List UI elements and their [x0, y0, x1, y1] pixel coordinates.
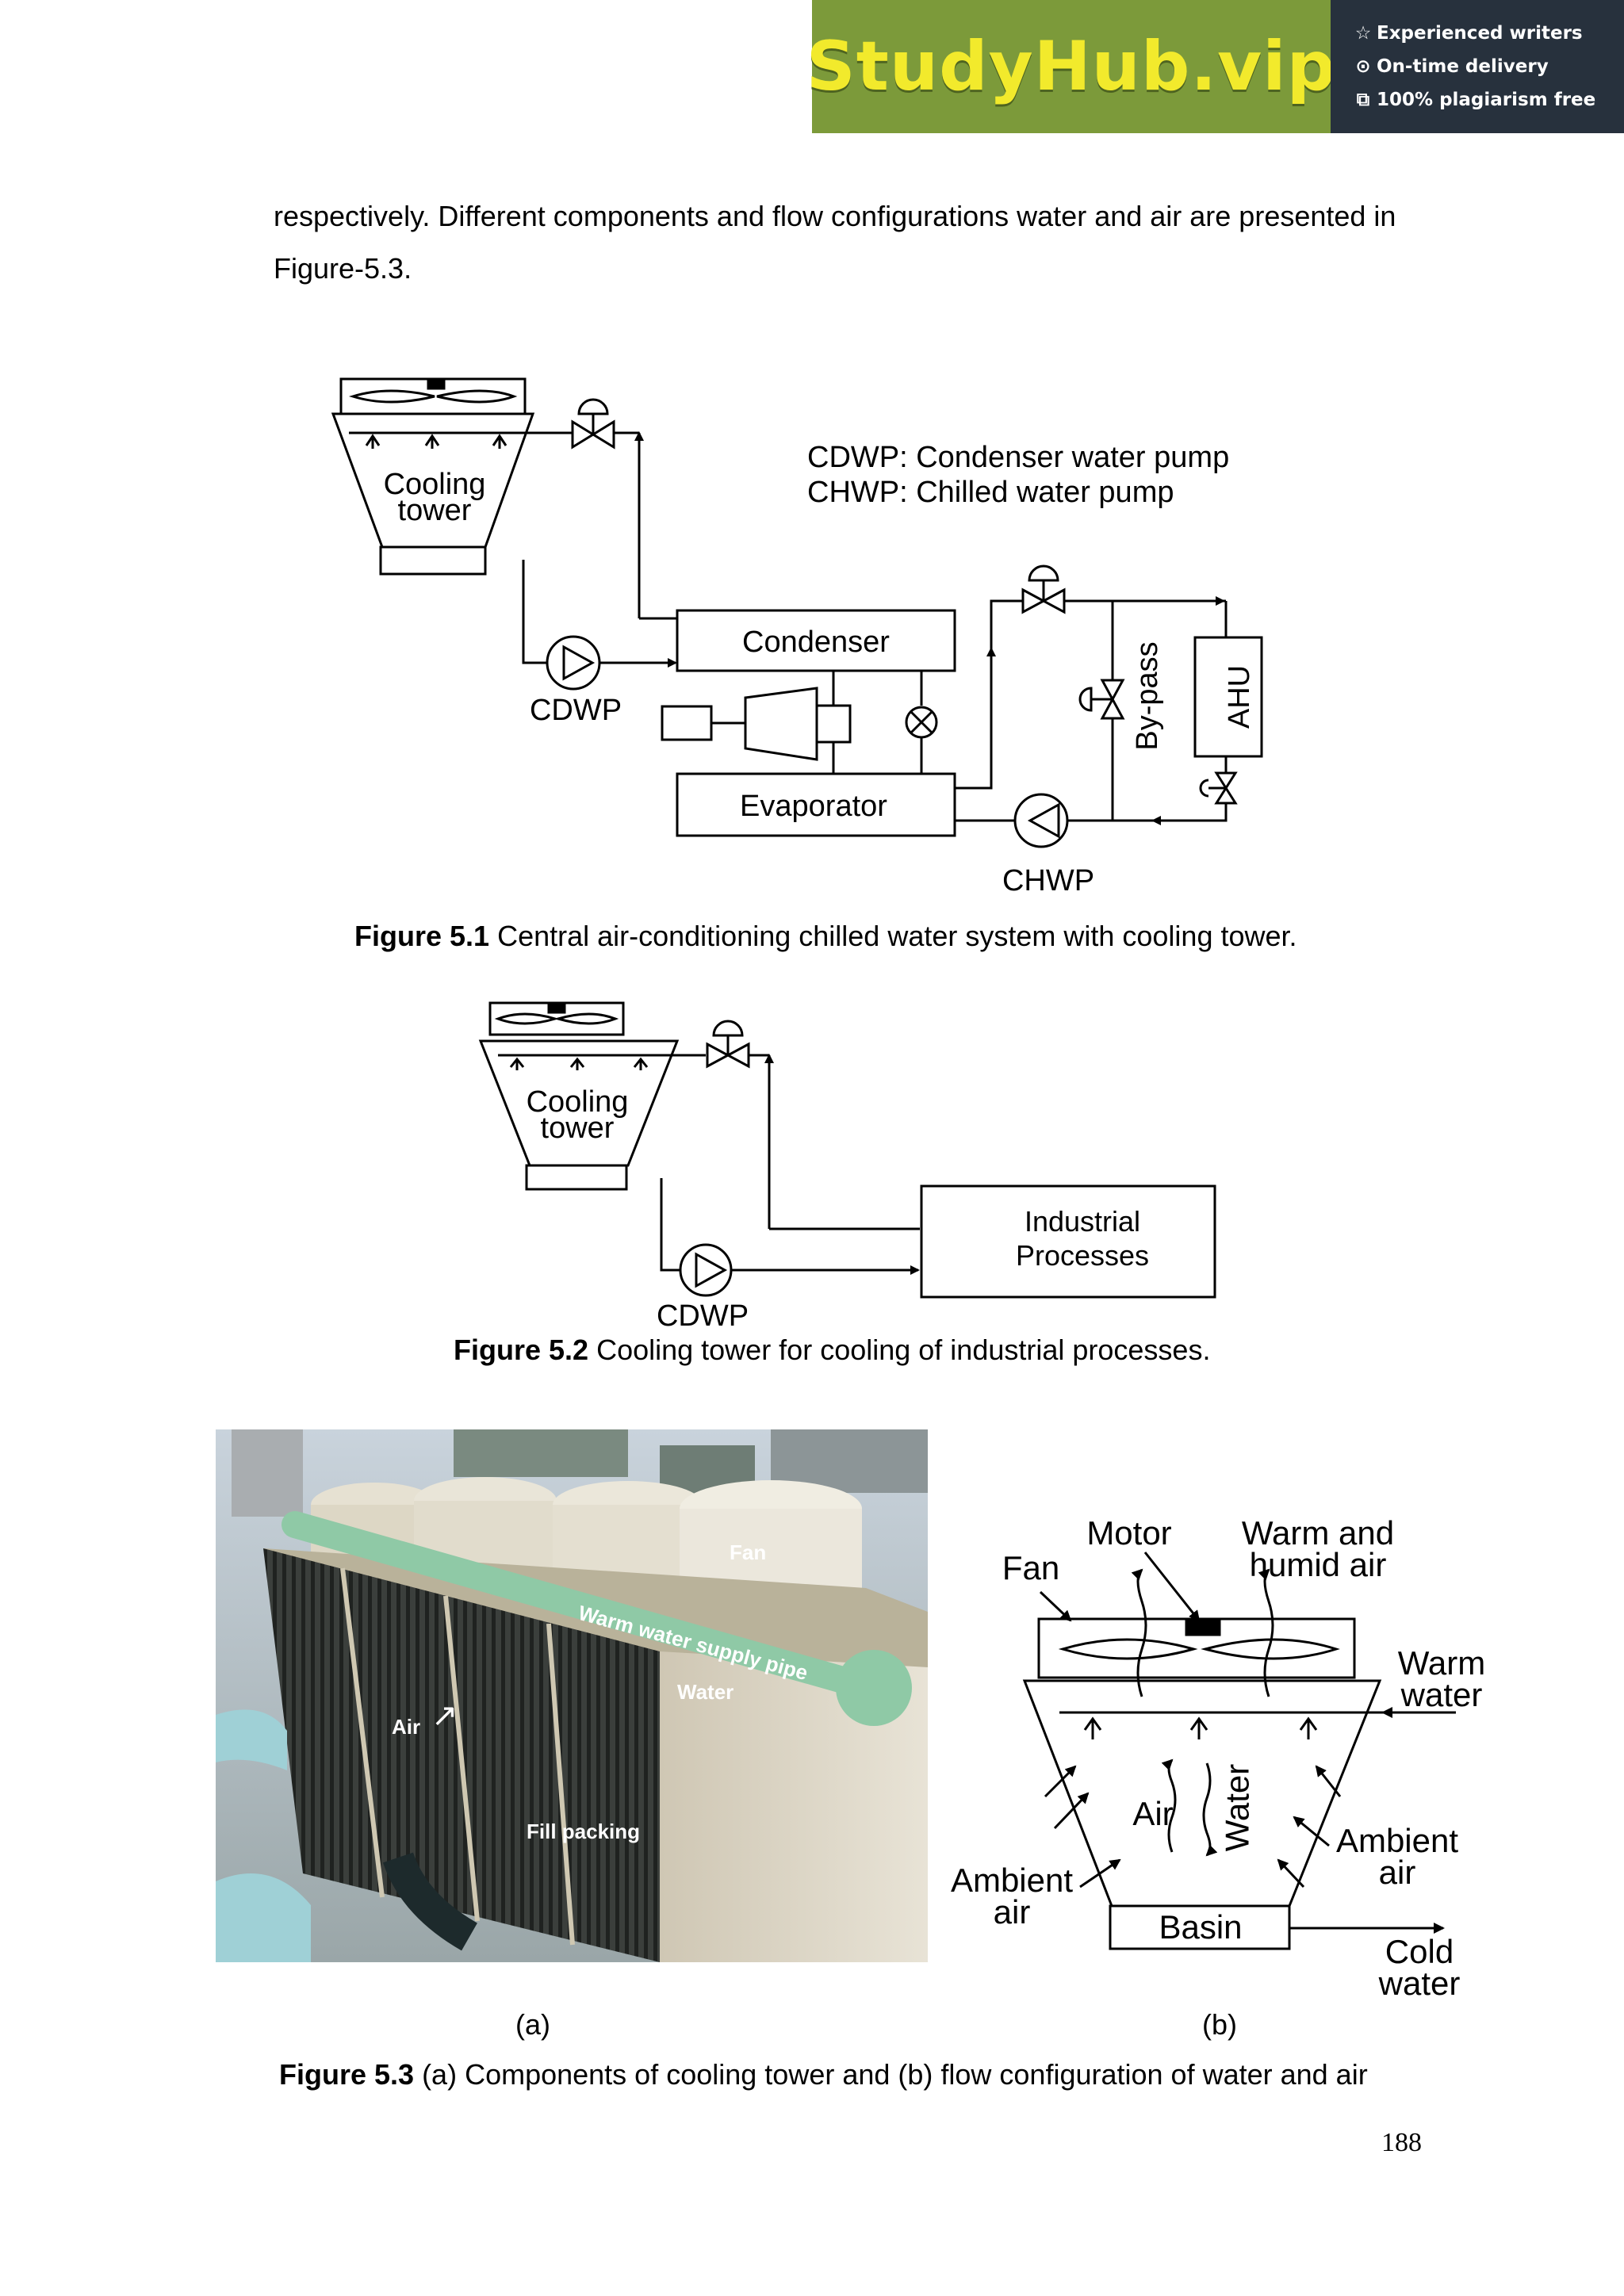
expansion-valve-icon — [905, 706, 938, 739]
photo-label-fan: Fan — [730, 1540, 767, 1564]
feature-item: ☆ Experienced writers — [1353, 17, 1624, 50]
evaporator-box — [676, 772, 956, 837]
ahu-label: AHU — [1223, 665, 1256, 729]
brand-panel: StudyHub.vip — [806, 0, 1335, 133]
star-icon: ☆ — [1354, 23, 1372, 44]
figure-5-3-caption: Figure 5.3 (a) Components of cooling tow… — [279, 2058, 1368, 2091]
photo-label-fill: Fill packing — [527, 1820, 641, 1843]
feature-list: ☆ Experienced writers ⊙ On-time delivery… — [1331, 0, 1624, 133]
pump-chwp-icon — [1013, 793, 1069, 848]
caption-number: Figure 5.2 — [454, 1334, 589, 1366]
tower-label-line1: Cooling — [527, 1085, 629, 1119]
body-paragraph: respectively. Different components and f… — [274, 200, 1396, 285]
ambient-left-line2: air — [994, 1893, 1031, 1931]
bypass-label: By-pass — [1131, 641, 1164, 750]
feature-label: Experienced writers — [1377, 23, 1583, 44]
pump-cdwp-icon — [546, 635, 601, 691]
feature-item: ⧉ 100% plagiarism free — [1353, 83, 1624, 117]
fan-label: Fan — [1002, 1549, 1059, 1586]
water-inner-label: Water — [1219, 1764, 1256, 1851]
shutoff-valve-icon — [1199, 771, 1238, 805]
motor-label: Motor — [1086, 1514, 1171, 1552]
legend-chwp: CHWP: Chilled water pump — [807, 476, 1174, 509]
figure-5-3b-diagram: Motor Fan Warm and humid air Basin Warm … — [951, 1514, 1485, 2002]
control-valve-icon — [706, 1020, 750, 1069]
feature-label: On-time delivery — [1377, 56, 1549, 77]
pump-cdwp-icon — [679, 1243, 733, 1297]
industrial-processes-box — [920, 1184, 1216, 1299]
figure-5-2-caption: Figure 5.2 Cooling tower for cooling of … — [454, 1334, 1210, 1367]
evaporator-label: Evaporator — [740, 790, 887, 823]
subfigure-label-a: (a) — [515, 2008, 550, 2041]
figure-5-1-diagram: Cooling tower CDWP Condenser Evaporator — [331, 377, 1263, 897]
tower-label-line2: tower — [541, 1112, 615, 1145]
cooling-tower-2 — [478, 1001, 706, 1191]
basin-label: Basin — [1159, 1908, 1242, 1946]
photo-label-water: Water — [677, 1680, 734, 1704]
warm-water-label-line2: water — [1400, 1676, 1483, 1713]
caption-text: Central air-conditioning chilled water s… — [489, 920, 1297, 952]
caption-text: Cooling tower for cooling of industrial … — [588, 1334, 1211, 1366]
cdwp-label: CDWP — [530, 694, 622, 727]
cooling-tower-1 — [331, 377, 547, 576]
caption-number: Figure 5.1 — [354, 920, 490, 952]
clock-icon: ⊙ — [1355, 56, 1371, 77]
subfigure-label-b: (b) — [1202, 2008, 1237, 2041]
tower-label-line2: tower — [398, 494, 472, 527]
cooling-tower-photo: Fan Warm water supply pipe Water Air ↗ F… — [216, 1429, 928, 1962]
legend-cdwp: CDWP: Condenser water pump — [807, 441, 1229, 474]
brand-logo: StudyHub.vip — [806, 27, 1337, 106]
compressor-icon — [744, 687, 818, 761]
cold-water-label-line1: Cold — [1385, 1933, 1454, 1970]
warm-water-label-line1: Warm — [1398, 1644, 1485, 1682]
warm-humid-label-line1: Warm and — [1242, 1514, 1394, 1552]
air-inner-label: Air — [1132, 1795, 1173, 1832]
caption-number: Figure 5.3 — [279, 2058, 415, 2091]
control-valve-icon — [571, 398, 615, 450]
chwp-label: CHWP — [1002, 864, 1094, 897]
condenser-box — [676, 609, 956, 672]
figure-5-1-caption: Figure 5.1 Central air-conditioning chil… — [354, 920, 1297, 953]
arrow-icon: ↗ — [431, 1698, 458, 1733]
cdwp-label: CDWP — [657, 1299, 749, 1333]
copy-icon: ⧉ — [1356, 90, 1370, 110]
feature-label: 100% plagiarism free — [1377, 90, 1596, 110]
feature-item: ⊙ On-time delivery — [1353, 50, 1624, 83]
photo-illustration — [216, 1429, 928, 1962]
caption-text: (a) Components of cooling tower and (b) … — [414, 2058, 1368, 2091]
motor-icon — [1185, 1617, 1221, 1636]
process-label-line1: Industrial — [1025, 1205, 1140, 1238]
bypass-valve-icon — [1078, 679, 1125, 720]
process-label-line2: Processes — [1016, 1239, 1149, 1272]
ambient-right-line2: air — [1379, 1854, 1416, 1891]
tower-label-line1: Cooling — [384, 468, 486, 501]
page-number: 188 — [1381, 2128, 1422, 2157]
condenser-label: Condenser — [742, 626, 890, 659]
photo-label-air: Air — [392, 1715, 421, 1739]
cold-water-label-line2: water — [1378, 1965, 1461, 2002]
warm-humid-label-line2: humid air — [1250, 1546, 1387, 1583]
control-valve-icon — [1021, 564, 1066, 614]
figure-5-2-diagram: Cooling tower Industrial Processes CDWP — [478, 1001, 1216, 1333]
ambient-right-line1: Ambient — [1336, 1822, 1458, 1859]
ambient-left-line1: Ambient — [951, 1862, 1073, 1899]
studyhub-banner[interactable]: StudyHub.vip ☆ Experienced writers ⊙ On-… — [806, 0, 1624, 133]
ahu-box — [1193, 636, 1263, 758]
